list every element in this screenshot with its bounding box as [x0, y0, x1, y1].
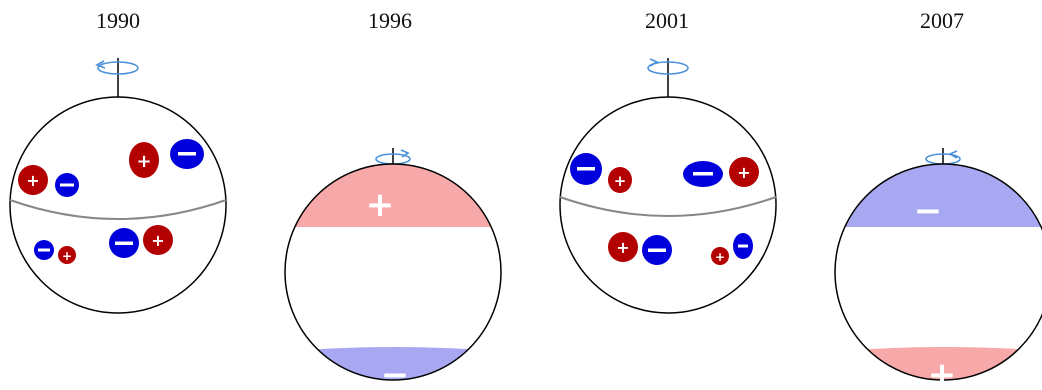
north-polarity-sign: −	[914, 191, 943, 231]
spot-positive: +	[143, 225, 173, 255]
spot-negative	[733, 233, 753, 259]
south-polarity-sign: −	[381, 355, 410, 390]
svg-text:+: +	[62, 249, 72, 263]
sun-panel-2001: + + + +	[559, 58, 777, 314]
north-polarity-sign: +	[366, 185, 395, 225]
spot-negative	[170, 139, 204, 169]
spot-positive: +	[608, 232, 638, 262]
spot-positive: +	[711, 247, 729, 265]
sun-sphere	[284, 163, 502, 381]
svg-text:+: +	[737, 163, 750, 182]
spot-positive: +	[58, 246, 76, 264]
svg-text:+: +	[715, 250, 725, 264]
spin-arrow-icon	[647, 58, 689, 75]
sun-sphere	[559, 96, 777, 314]
spot-negative	[34, 240, 54, 260]
svg-text:+: +	[151, 231, 164, 250]
south-polarity-sign: +	[928, 355, 957, 390]
year-label-1996: 1996	[368, 8, 412, 33]
spot-negative	[109, 228, 139, 258]
sun-panel-2007: − +	[834, 148, 1042, 390]
north-polar-band	[285, 164, 501, 227]
equator-line	[559, 196, 777, 217]
year-label-1990: 1990	[96, 8, 140, 33]
spot-positive: +	[18, 165, 48, 195]
equator-line	[9, 199, 227, 220]
svg-text:+: +	[136, 151, 151, 172]
svg-text:+: +	[614, 172, 627, 190]
year-label-2001: 2001	[645, 8, 689, 33]
sun-panel-1990: + + + +	[9, 58, 227, 314]
svg-text:+: +	[616, 238, 629, 257]
sun-sphere	[834, 163, 1042, 381]
spot-negative	[642, 235, 672, 265]
south-polar-band	[835, 347, 1042, 380]
south-polar-band	[285, 347, 501, 380]
sun-sphere	[9, 96, 227, 314]
year-label-2007: 2007	[920, 8, 964, 33]
spot-negative	[570, 153, 602, 185]
spot-positive: +	[129, 142, 159, 178]
spin-arrow-icon	[95, 60, 139, 75]
spot-positive: +	[729, 157, 759, 187]
spot-positive: +	[608, 167, 632, 193]
svg-text:+: +	[26, 171, 39, 190]
sun-panel-1996: + −	[284, 148, 502, 390]
spot-negative	[683, 161, 723, 187]
spot-negative	[55, 173, 79, 197]
